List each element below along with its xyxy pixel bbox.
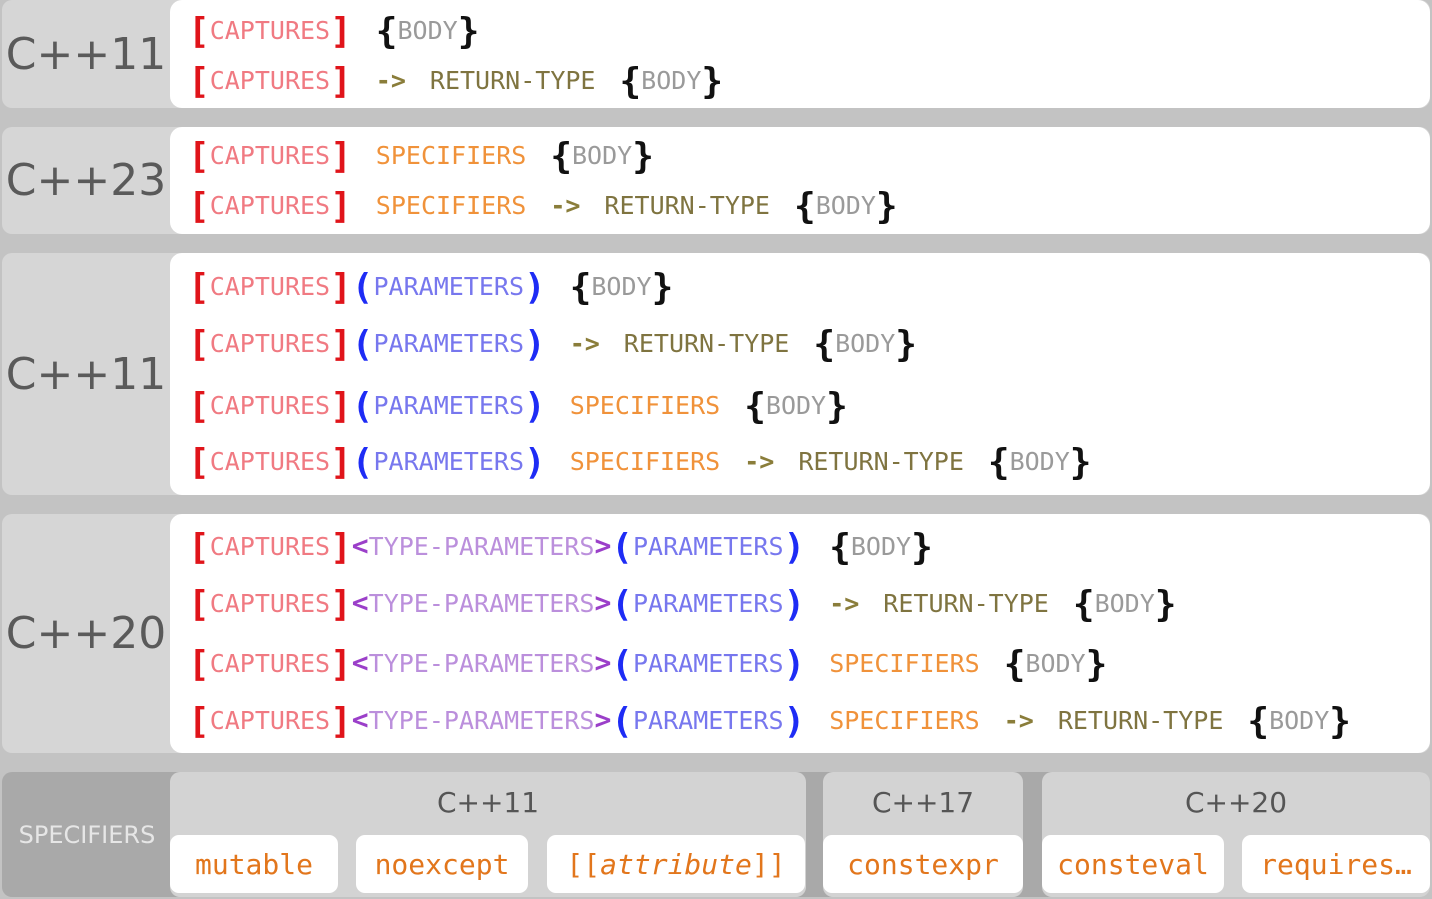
specifiers-token: SPECIFIERS [375,191,527,220]
parameters-token: PARAMETERS [373,391,524,420]
body-token: BODY [641,66,702,95]
arrow-token: -> [1003,706,1034,735]
syntax-line: [CAPTURES](PARAMETERS)SPECIFIERS->RETURN… [188,442,1092,483]
syntax-line: [CAPTURES]SPECIFIERS{BODY} [188,136,654,177]
syntax-panel: [CAPTURES]SPECIFIERS{BODY} [CAPTURES]SPE… [170,127,1430,234]
keyword-requires: requires… [1242,835,1430,893]
syntax-line: [CAPTURES]->RETURN-TYPE{BODY} [188,61,724,102]
captures-token: CAPTURES [209,272,331,301]
keyword-constexpr: constexpr [823,835,1023,893]
standard-label: C++23 [5,155,167,206]
body-token: BODY [1269,706,1330,735]
syntax-line: [CAPTURES](PARAMETERS){BODY} [188,267,674,308]
captures-token: CAPTURES [209,532,331,561]
syntax-panel: [CAPTURES]{BODY} [CAPTURES]->RETURN-TYPE… [170,0,1430,108]
captures-token: CAPTURES [209,191,331,220]
captures-token: CAPTURES [209,141,331,170]
syntax-line: [CAPTURES]{BODY} [188,11,480,52]
specifiers-token: SPECIFIERS [375,141,527,170]
specifiers-version-cpp17: C++17 constexpr [823,772,1023,897]
specifiers-title: SPECIFIERS [18,820,156,849]
parameters-token: PARAMETERS [373,447,524,476]
return-type-token: RETURN-TYPE [798,447,964,476]
syntax-panel: [CAPTURES](PARAMETERS){BODY} [CAPTURES](… [170,253,1430,495]
arrow-token: -> [550,191,581,220]
body-token: BODY [815,191,876,220]
standard-label: C++20 [5,608,167,659]
return-type-token: RETURN-TYPE [623,329,790,358]
return-type-token: RETURN-TYPE [883,589,1049,618]
return-type-token: RETURN-TYPE [1057,706,1224,735]
arrow-token: -> [744,447,775,476]
parameters-token: PARAMETERS [373,272,524,301]
standard-label: C++11 [5,28,167,80]
type-parameters-token: TYPE-PARAMETERS [368,706,595,735]
captures-token: CAPTURES [209,329,331,358]
captures-token: CAPTURES [209,391,331,420]
specifiers-version-cpp20: C++20 consteval requires… [1042,772,1430,897]
body-token: BODY [591,272,652,301]
syntax-group-cpp11-basic: C++11 [CAPTURES]{BODY} [CAPTURES]->RETUR… [2,0,1430,108]
body-token: BODY [1094,589,1155,618]
parameters-token: PARAMETERS [632,649,784,678]
parameters-token: PARAMETERS [632,589,784,618]
version-label: C++20 [1184,786,1288,819]
body-token: BODY [397,16,458,45]
syntax-line: [CAPTURES]<TYPE-PARAMETERS>(PARAMETERS)-… [188,584,1177,625]
parameters-token: PARAMETERS [373,329,524,358]
parameters-token: PARAMETERS [632,532,784,561]
specifiers-token: SPECIFIERS [829,706,980,735]
arrow-token: -> [569,329,600,358]
captures-token: CAPTURES [209,649,331,678]
keyword-mutable: mutable [170,835,338,893]
syntax-line: [CAPTURES]<TYPE-PARAMETERS>(PARAMETERS)S… [188,644,1108,685]
specifiers-section: SPECIFIERS C++11 mutable noexcept [[attr… [2,772,1430,897]
specifiers-token: SPECIFIERS [569,391,721,420]
captures-token: CAPTURES [209,706,331,735]
captures-token: CAPTURES [209,16,331,45]
body-token: BODY [835,329,896,358]
syntax-group-cpp20-type-parameters: C++20 [CAPTURES]<TYPE-PARAMETERS>(PARAME… [2,514,1430,753]
standard-label: C++11 [5,348,167,400]
body-token: BODY [765,391,827,420]
version-label: C++17 [871,786,975,819]
version-label: C++11 [436,786,540,819]
syntax-line: [CAPTURES]<TYPE-PARAMETERS>(PARAMETERS)S… [188,701,1351,742]
type-parameters-token: TYPE-PARAMETERS [368,649,595,678]
parameters-token: PARAMETERS [632,706,784,735]
body-token: BODY [1025,649,1086,678]
syntax-line: [CAPTURES]<TYPE-PARAMETERS>(PARAMETERS){… [188,527,933,568]
syntax-group-cpp11-parameters: C++11 [CAPTURES](PARAMETERS){BODY} [CAPT… [2,253,1430,495]
specifiers-token: SPECIFIERS [829,649,980,678]
keyword-noexcept: noexcept [356,835,528,893]
keyword-consteval: consteval [1042,835,1224,893]
syntax-line: [CAPTURES]SPECIFIERS->RETURN-TYPE{BODY} [188,186,898,227]
type-parameters-token: TYPE-PARAMETERS [368,532,595,561]
body-token: BODY [850,532,912,561]
return-type-token: RETURN-TYPE [429,66,596,95]
keyword-attribute: [[attribute]] [547,835,805,893]
specifiers-token: SPECIFIERS [569,447,721,476]
syntax-panel: [CAPTURES]<TYPE-PARAMETERS>(PARAMETERS){… [170,514,1430,753]
specifiers-version-cpp11: C++11 mutable noexcept [[attribute]] [170,772,806,897]
captures-token: CAPTURES [209,66,331,95]
captures-token: CAPTURES [209,447,331,476]
arrow-token: -> [375,66,406,95]
body-token: BODY [1009,447,1070,476]
arrow-token: -> [829,589,860,618]
syntax-group-cpp23: C++23 [CAPTURES]SPECIFIERS{BODY} [CAPTUR… [2,127,1430,234]
captures-token: CAPTURES [209,589,331,618]
return-type-token: RETURN-TYPE [604,191,770,220]
type-parameters-token: TYPE-PARAMETERS [368,589,595,618]
syntax-line: [CAPTURES](PARAMETERS)->RETURN-TYPE{BODY… [188,324,917,365]
syntax-line: [CAPTURES](PARAMETERS)SPECIFIERS{BODY} [188,386,848,427]
body-token: BODY [572,141,633,170]
